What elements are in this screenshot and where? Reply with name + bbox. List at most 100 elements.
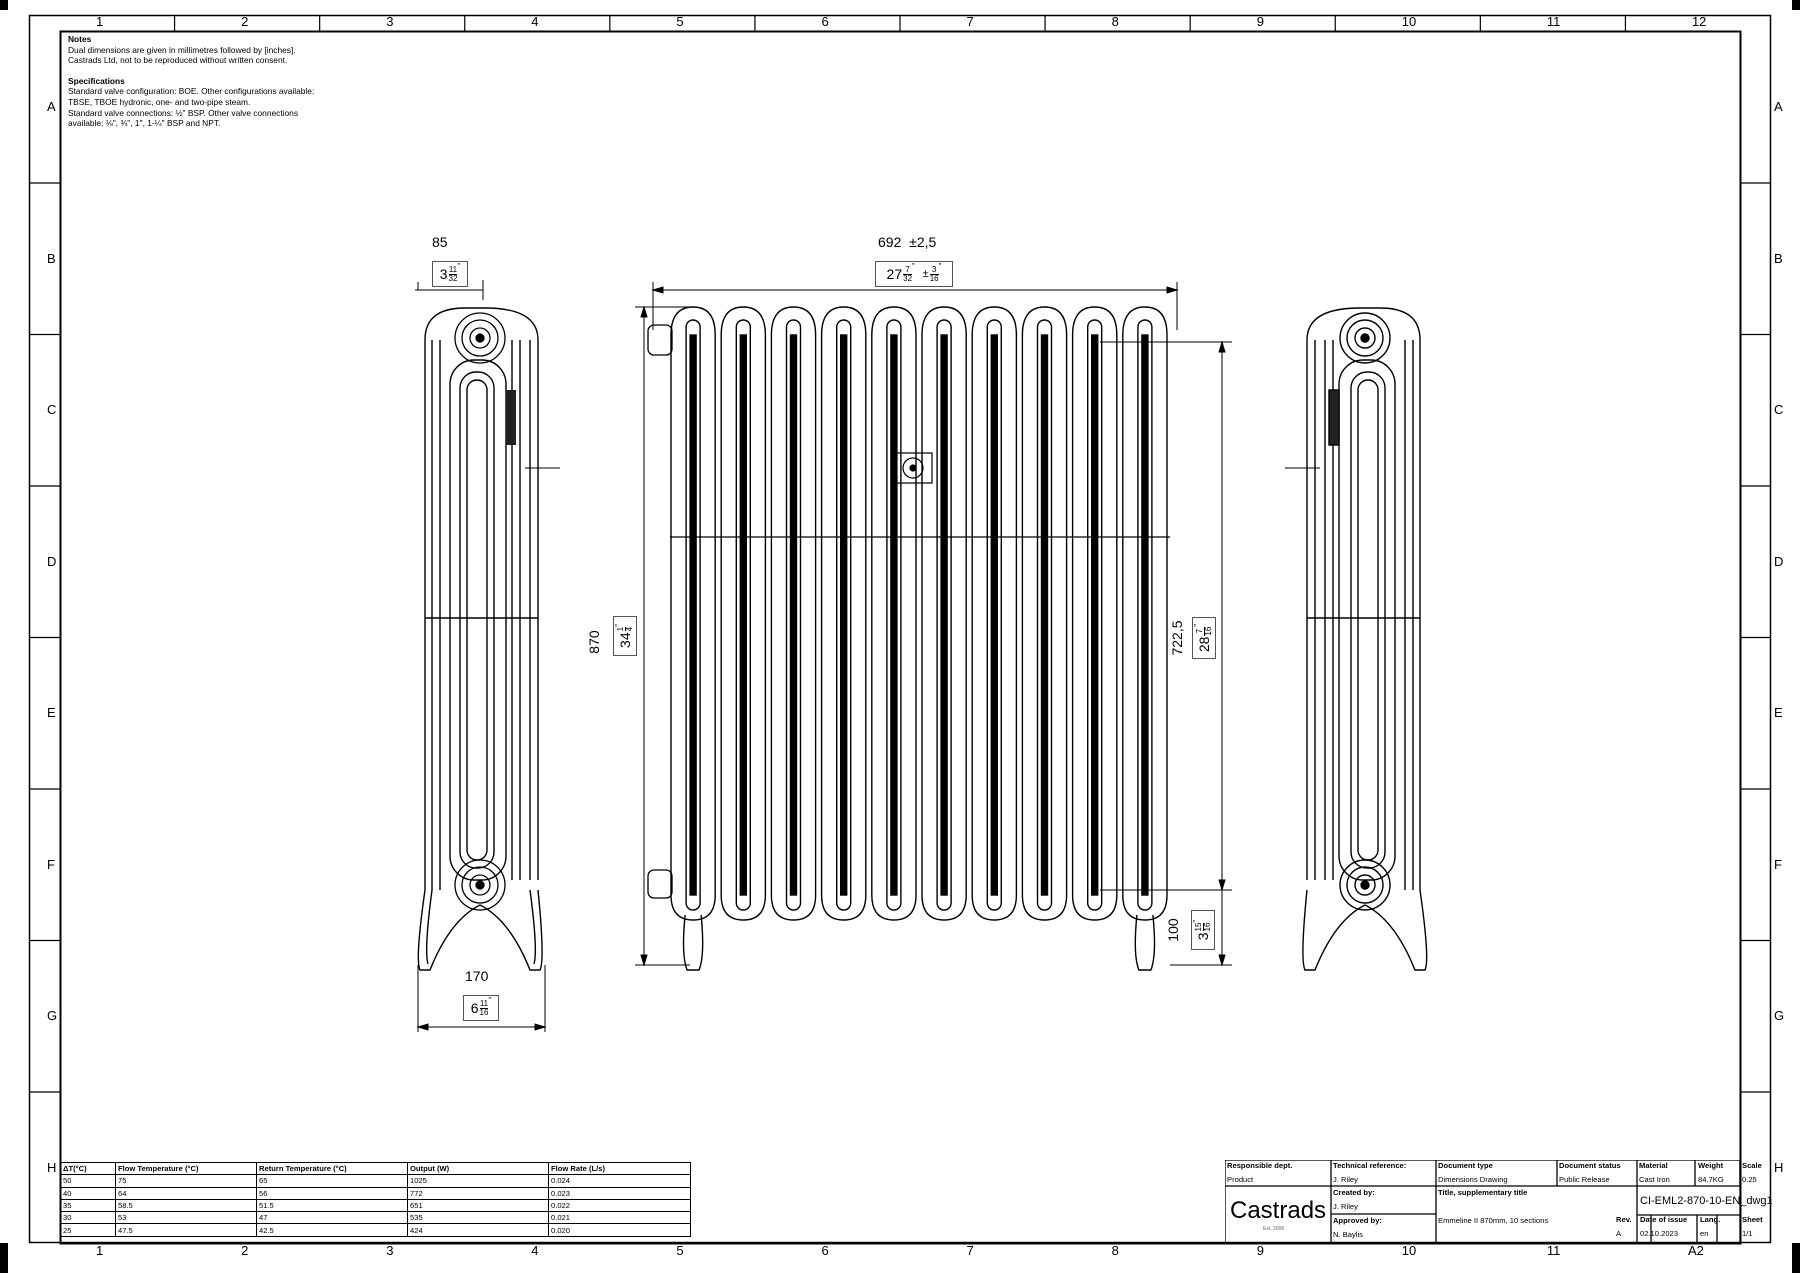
radiator-section — [971, 306, 1018, 921]
title-block-grid — [1225, 1160, 1741, 1244]
date-label: Date of issue — [1640, 1215, 1688, 1224]
grid-row-label-left: C — [47, 402, 57, 418]
grid-column-label: 9 — [1256, 1243, 1264, 1258]
material-label: Material — [1639, 1161, 1668, 1170]
grid-column-label: 8 — [1111, 1243, 1119, 1258]
grid-row-label-right: A — [1774, 99, 1783, 115]
spec-line: Standard valve configuration: BOE. Other… — [68, 86, 315, 97]
grid-column-label: 1 — [96, 1243, 104, 1258]
grid-row-label-left: E — [47, 705, 56, 721]
date-of-issue: 02.10.2023 — [1640, 1229, 1679, 1238]
table-cell: 53 — [115, 1211, 257, 1225]
floor-mm: 100 — [1165, 918, 1181, 942]
sheet: 1/1 — [1742, 1229, 1753, 1238]
approved-by: N. Baylis — [1333, 1230, 1363, 1239]
lang: en — [1700, 1229, 1709, 1238]
technical-reference-label: Technical reference: — [1333, 1161, 1407, 1170]
table-cell: 0.024 — [548, 1174, 691, 1188]
grid-row-label-right: C — [1774, 402, 1784, 418]
approved-by-label: Approved by: — [1333, 1216, 1382, 1225]
document-type: Dimensions Drawing — [1438, 1175, 1508, 1184]
table-cell: 651 — [407, 1198, 549, 1213]
spec-line: TBSE, TBOE hydronic, one- and two-pipe s… — [68, 96, 251, 107]
table-cell: 51.5 — [256, 1198, 408, 1213]
grid-column-label: 8 — [1111, 14, 1119, 29]
table-cell: 75 — [115, 1174, 257, 1188]
output-table: ΔT(°C) Flow Temperature (°C) Return Temp… — [60, 1161, 691, 1237]
castrads-logo-sub: Est. 2006 — [1263, 1226, 1285, 1232]
grid-column-label: 6 — [821, 14, 829, 29]
document-type-label: Document type — [1438, 1161, 1493, 1170]
lang-label: Lang. — [1700, 1215, 1721, 1224]
grid-column-label: 1 — [96, 14, 104, 29]
radiator-foot — [682, 914, 704, 971]
radiator-section — [720, 306, 767, 921]
document-status: Public Release — [1559, 1175, 1610, 1184]
table-cell: 56 — [256, 1186, 408, 1200]
rev: A — [1616, 1229, 1622, 1238]
grid-row-label-right: H — [1774, 1159, 1784, 1175]
grid-row-label-right: F — [1774, 856, 1782, 872]
grid-column-label: 7 — [966, 14, 974, 29]
length-mm-value: 692 — [878, 234, 902, 250]
radiator-section — [770, 306, 817, 921]
side-depth-mm: 85 — [432, 234, 448, 250]
table-cell: 47 — [256, 1211, 408, 1225]
radiator-foot — [1134, 914, 1156, 971]
side-depth-in-num: 11 — [448, 264, 458, 275]
grid-column-label: 5 — [676, 14, 684, 29]
length-tolerance-mm: ±2,5 — [909, 234, 937, 250]
top-nipple-left — [454, 312, 506, 911]
castrads-logo: Castrads — [1230, 1197, 1327, 1224]
grid-row-label-right: E — [1774, 705, 1783, 721]
col-delta-t: ΔT(°C) — [60, 1161, 116, 1176]
grid-column-label: 6 — [821, 1243, 829, 1258]
side-depth-in-whole: 3 — [439, 266, 448, 282]
notes-block: Notes Dual dimensions are given in milli… — [68, 34, 314, 129]
table-cell: 0.023 — [548, 1186, 691, 1200]
grid-row-label-left: H — [47, 1159, 57, 1175]
badge — [893, 452, 933, 484]
radiator-section — [1021, 306, 1068, 921]
table-cell: 0.021 — [548, 1211, 691, 1225]
title-label: Title, supplementary title — [1438, 1188, 1528, 1197]
grid-column-label: 7 — [966, 1243, 974, 1258]
notes-line: Dual dimensions are given in millimetres… — [68, 44, 296, 55]
radiator-section — [1122, 306, 1168, 921]
table-cell: 50 — [60, 1174, 116, 1188]
scale: 0.25 — [1742, 1175, 1757, 1184]
radiator-section — [820, 306, 867, 921]
grid-column-label: 2 — [241, 1243, 249, 1258]
grid-column-label: 10 — [1401, 14, 1417, 29]
table-cell: 42.5 — [256, 1223, 408, 1237]
grid-row-label-left: F — [47, 856, 55, 872]
scale-label: Scale — [1742, 1161, 1762, 1170]
grid-row-label-right: G — [1774, 1008, 1785, 1024]
grid-row-label-left: G — [47, 1008, 58, 1024]
created-by: J. Riley — [1333, 1202, 1358, 1211]
radiator-section — [921, 306, 967, 921]
grid-row-label-left: A — [47, 99, 56, 115]
right-side-view — [1285, 307, 1428, 971]
grid-column-label: 10 — [1401, 1243, 1417, 1258]
responsible-dept-label: Responsible dept. — [1227, 1161, 1293, 1170]
side-depth-in-den: 32 — [448, 273, 458, 283]
drawing-number: CI-EML2-870-10-EN_dwg1 — [1640, 1195, 1773, 1207]
table-cell: 0.022 — [548, 1198, 691, 1213]
responsible-dept: Product — [1227, 1175, 1254, 1184]
table-cell: 535 — [407, 1211, 549, 1225]
grid-column-label: 2 — [241, 14, 249, 29]
grid-row-label-left: D — [47, 553, 57, 569]
centres-mm: 722,5 — [1169, 620, 1185, 656]
table-header-row: ΔT(°C) Flow Temperature (°C) Return Temp… — [60, 1161, 691, 1176]
rev-label: Rev. — [1616, 1215, 1632, 1224]
grid-column-label: 3 — [386, 1243, 394, 1258]
table-cell: 30 — [60, 1211, 116, 1225]
